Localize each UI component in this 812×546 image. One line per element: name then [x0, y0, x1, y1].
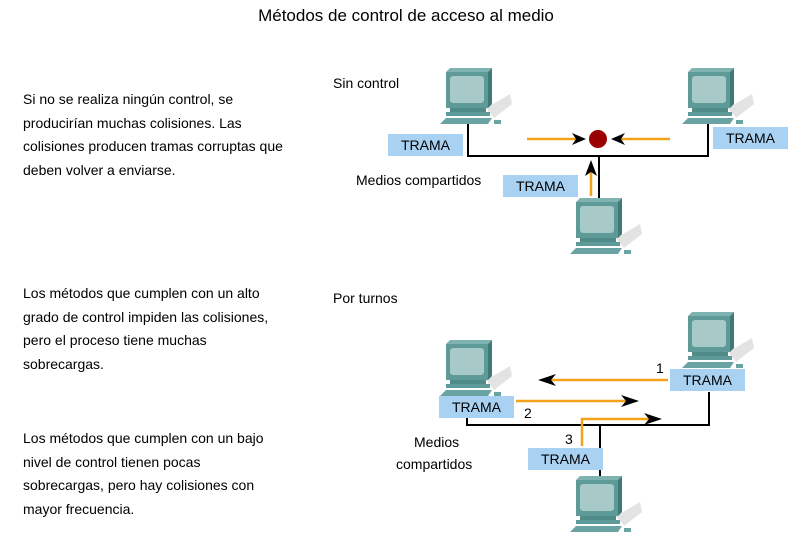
shared-media-label-top: Medios compartidos: [356, 172, 482, 188]
frame-badge-top-left: TRAMA: [388, 134, 463, 156]
bottom-arrows: [516, 374, 668, 446]
shared-media-label-bottom-line2: compartidos: [396, 456, 473, 472]
paragraph-high-control: Los métodos que cumplen con un alto grad…: [23, 285, 269, 372]
arrowhead-icon: [621, 395, 639, 407]
paragraph-no-control: Si no se realiza ningún control, se prod…: [23, 91, 283, 178]
arrowhead-icon: [644, 413, 662, 425]
diagram-heading-no-control: Sin control: [333, 75, 400, 91]
step-number-3: 3: [565, 431, 573, 447]
computer-icon-bottom-right: [682, 312, 754, 368]
page-title: Métodos de control de acceso al medio: [258, 6, 554, 25]
computer-icon-bottom-left: [440, 340, 512, 396]
step-number-2: 2: [524, 405, 532, 421]
arrowhead-icon: [611, 133, 625, 145]
arrowhead-icon: [572, 133, 586, 145]
arrowhead-icon: [538, 374, 556, 386]
collision-icon: [589, 130, 607, 148]
frame-badge-top-bottom: TRAMA: [503, 175, 578, 197]
paragraph-low-control: Los métodos que cumplen con un bajo nive…: [23, 430, 264, 517]
frame-badge-bottom-left: TRAMA: [439, 396, 514, 418]
top-arrows: [527, 133, 670, 196]
step-number-1: 1: [656, 360, 664, 376]
diagram-heading-turns: Por turnos: [333, 290, 398, 306]
arrowhead-icon: [585, 160, 597, 176]
computer-icon-bottom-bottom: [570, 476, 642, 532]
frame-badge-bottom-bottom: TRAMA: [528, 448, 603, 470]
frame-badge-top-right: TRAMA: [713, 127, 788, 149]
frame-badge-bottom-right: TRAMA: [670, 369, 745, 391]
computer-icon-top-left: [440, 68, 512, 124]
computer-icon-top-right: [682, 68, 754, 124]
shared-media-label-bottom-line1: Medios: [414, 434, 460, 450]
top-bus-lines: [467, 120, 709, 198]
computer-icon-top-bottom: [570, 198, 642, 254]
